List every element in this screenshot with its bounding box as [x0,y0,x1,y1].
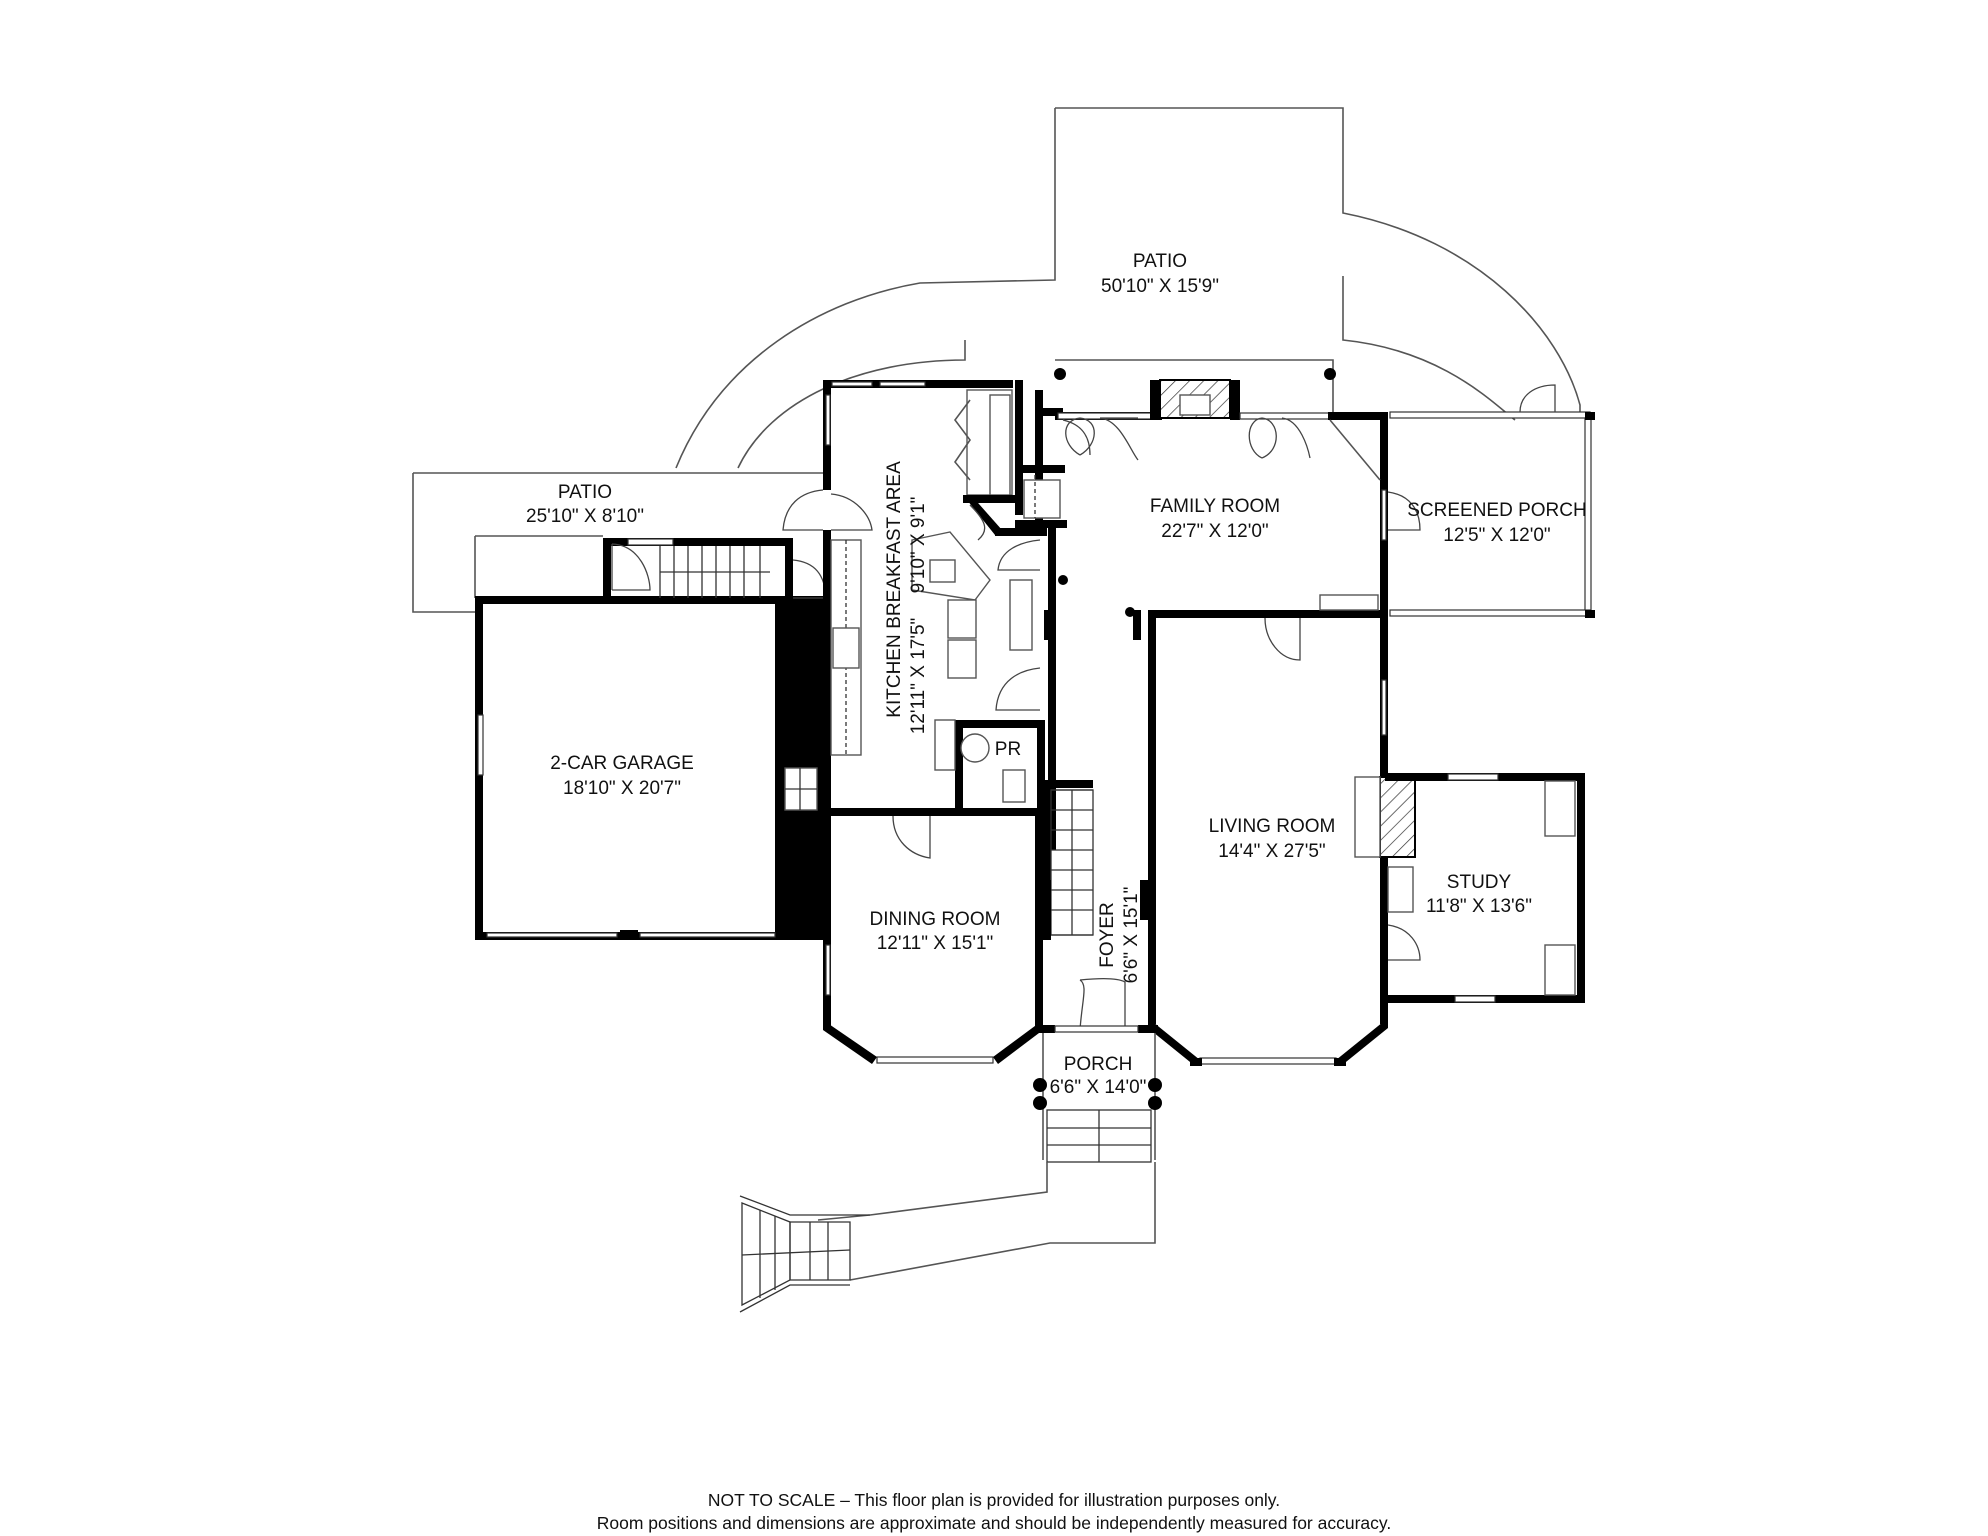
patio-side-outline [412,472,825,613]
dims-garage: 18'10" X 20'7" [563,778,681,799]
front-porch [739,1033,1162,1313]
dining-room-walls [823,810,1043,1064]
label-patio-side: PATIO [558,482,612,503]
label-living-room: LIVING ROOM [1209,816,1336,837]
dims-porch: 6'6" X 14'0" [1050,1077,1147,1098]
dims-foyer: 6'6" X 15'1" [1121,887,1142,984]
dims-study: 11'8" X 13'6" [1426,896,1532,917]
garage-walls [475,538,827,940]
label-kitchen: KITCHEN [884,634,905,717]
dims-screened-porch: 12'5" X 12'0" [1443,525,1550,546]
dims-dining-room: 12'11" X 15'1" [877,933,994,954]
dims-patio-rear: 50'10" X 15'9" [1101,276,1219,297]
label-garage: 2-CAR GARAGE [550,753,694,774]
label-patio-rear: PATIO [1133,251,1187,272]
foyer-walls [1035,780,1158,1033]
label-family-room: FAMILY ROOM [1150,496,1280,517]
label-study: STUDY [1447,872,1512,893]
label-screened-porch: SCREENED PORCH [1407,500,1586,521]
label-foyer: FOYER [1097,902,1118,967]
disclaimer-line-2: Room positions and dimensions are approx… [596,1513,1392,1533]
dims-living-room: 14'4" X 27'5" [1218,841,1325,862]
kitchen-walls [782,380,1067,816]
dims-patio-side: 25'10" X 8'10" [526,506,644,527]
dims-kitchen: 12'11" X 17'5" [908,618,929,735]
screened-porch-walls [1387,384,1595,618]
disclaimer-line-1: NOT TO SCALE – This floor plan is provid… [707,1490,1281,1510]
label-powder-room: PR [995,739,1021,760]
room-labels: PATIO 50'10" X 15'9" PATIO 25'10" X 8'10… [526,251,1587,1098]
living-room-walls [1148,612,1416,1066]
dims-breakfast: 9'10" X 9'1" [908,497,929,594]
dims-family-room: 22'7" X 12'0" [1161,521,1268,542]
study-walls [1385,773,1585,1003]
family-room-walls [1044,368,1388,850]
label-breakfast: BREAKFAST AREA [884,461,905,629]
label-porch: PORCH [1064,1054,1133,1075]
label-dining-room: DINING ROOM [870,909,1001,930]
